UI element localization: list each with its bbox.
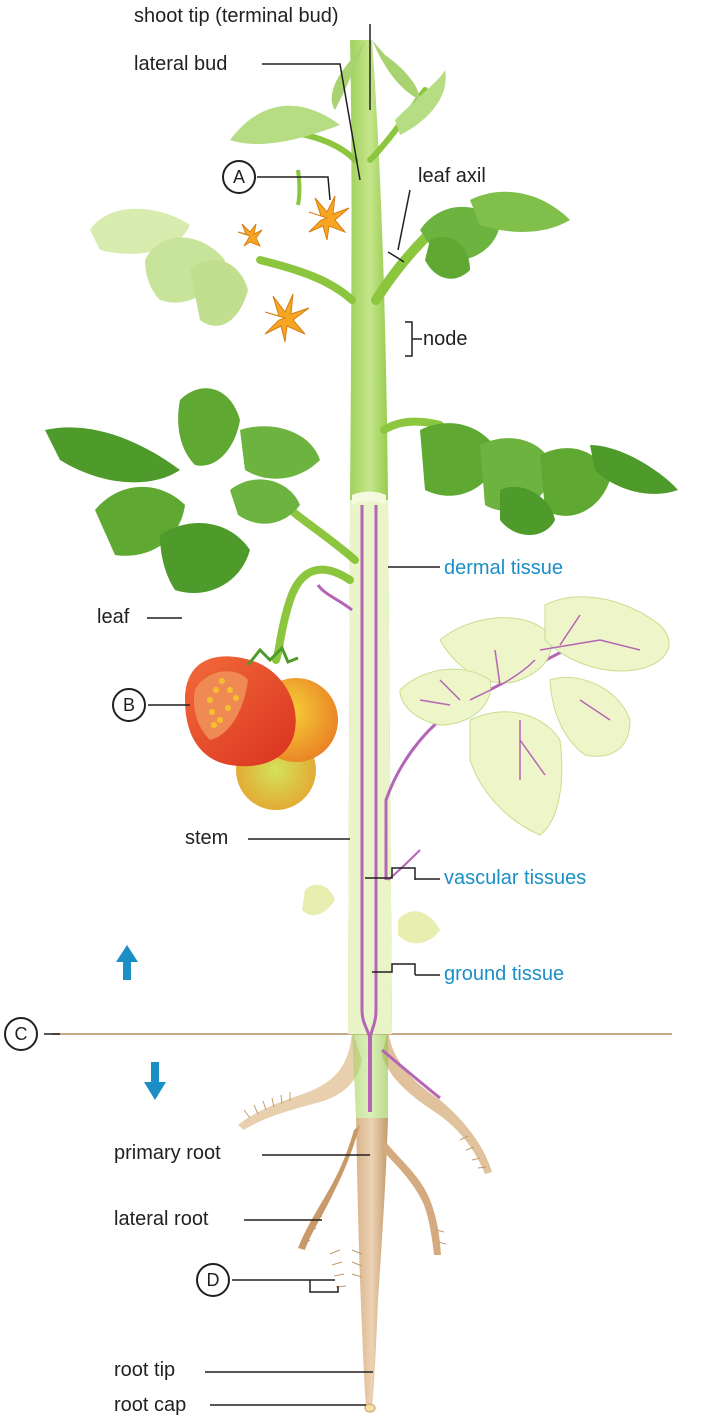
flowers [237, 169, 350, 343]
label-lateral-root: lateral root [114, 1208, 209, 1230]
label-root-cap: root cap [114, 1394, 187, 1416]
marker-a: A [222, 160, 256, 194]
tomatoes [185, 645, 338, 810]
marker-d: D [196, 1263, 230, 1297]
label-root-tip: root tip [114, 1359, 176, 1381]
leaf-cross-section [302, 596, 670, 944]
middle-foliage [45, 388, 678, 594]
label-leaf: leaf [97, 606, 130, 628]
label-dermal-tissue: dermal tissue [444, 557, 563, 579]
down-arrow-icon [144, 1062, 166, 1100]
marker-b: B [112, 688, 146, 722]
upper-foliage [90, 40, 570, 326]
label-stem: stem [185, 827, 229, 849]
marker-c: C [4, 1017, 38, 1051]
label-leaf-axil: leaf axil [418, 165, 486, 187]
label-node: node [423, 328, 468, 350]
leader-lines [44, 24, 440, 1406]
label-primary-root: primary root [114, 1142, 221, 1164]
up-arrow-icon [116, 945, 138, 980]
label-lateral-bud: lateral bud [134, 53, 228, 75]
root-system [238, 1030, 492, 1413]
label-shoot-tip: shoot tip (terminal bud) [134, 5, 339, 27]
label-ground-tissue: ground tissue [444, 963, 565, 985]
label-vascular-tissues: vascular tissues [444, 867, 587, 889]
